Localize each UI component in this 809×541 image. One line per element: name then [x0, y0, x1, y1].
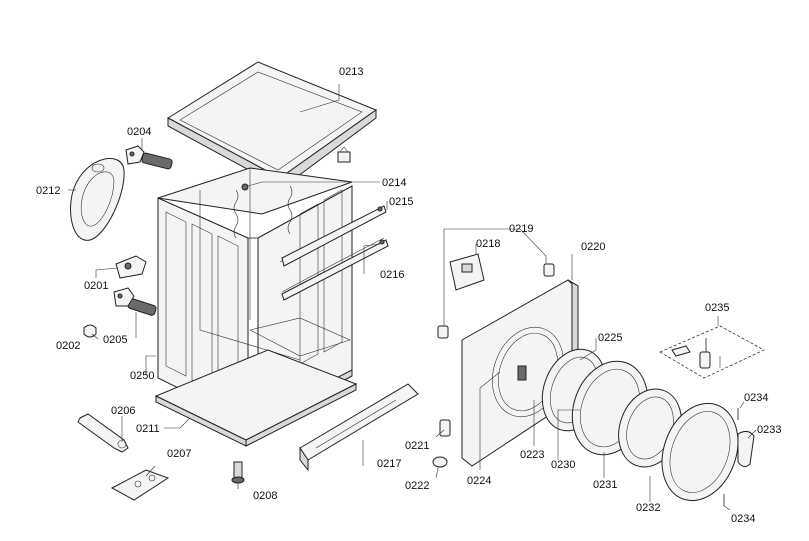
- part-number-labels: 0213 0204 0214 0215 0216 0212 0201 0202 …: [36, 66, 781, 525]
- label-0217: 0217: [377, 458, 401, 470]
- label-0205: 0205: [103, 334, 127, 346]
- part-0207-cover-plate: [110, 469, 170, 501]
- label-0218: 0218: [476, 238, 500, 250]
- part-0232-door-outer-ring: [661, 402, 739, 502]
- label-0213: 0213: [339, 66, 363, 78]
- label-0223: 0223: [520, 449, 544, 461]
- part-0208-leveling-foot: [231, 461, 245, 484]
- part-0215-strut: [281, 205, 387, 267]
- part-0202-foot: [83, 324, 97, 338]
- label-0216: 0216: [380, 269, 404, 281]
- label-0234-lower: 0234: [731, 513, 755, 525]
- label-0232: 0232: [636, 502, 660, 514]
- label-0211: 0211: [136, 423, 160, 435]
- label-0201: 0201: [84, 280, 108, 292]
- part-0204-shock-absorber: [125, 145, 173, 170]
- part-0235-hinge-kit: [659, 325, 765, 379]
- part-0222-knob: [432, 456, 448, 468]
- label-0222: 0222: [405, 480, 429, 492]
- label-0230: 0230: [551, 459, 575, 471]
- label-0225: 0225: [598, 332, 622, 344]
- part-0201-bracket: [115, 255, 147, 279]
- label-0233: 0233: [757, 424, 781, 436]
- label-0207: 0207: [167, 448, 191, 460]
- label-0204: 0204: [127, 126, 151, 138]
- part-0217-plinth: [299, 383, 419, 472]
- part-0206-wrench: [77, 413, 129, 453]
- label-0214: 0214: [382, 177, 406, 189]
- label-0219: 0219: [509, 223, 533, 235]
- label-0202: 0202: [56, 340, 80, 352]
- part-0212-rear-cover: [70, 157, 125, 241]
- part-0218-door-lock: [449, 253, 485, 291]
- label-0220: 0220: [581, 241, 605, 253]
- part-0211-base-plate: [154, 349, 358, 447]
- part-0216-strut: [281, 239, 389, 301]
- label-0235: 0235: [705, 302, 729, 314]
- leader-lines: [68, 84, 757, 511]
- label-0224: 0224: [467, 475, 491, 487]
- part-0221-switch: [439, 419, 451, 437]
- label-0208: 0208: [253, 490, 277, 502]
- label-0250: 0250: [130, 370, 154, 382]
- label-0234-upper: 0234: [744, 392, 768, 404]
- label-0215: 0215: [389, 196, 413, 208]
- part-0205-shock-absorber: [113, 287, 157, 316]
- label-0221: 0221: [405, 440, 429, 452]
- part-0233-door-handle: [737, 430, 755, 468]
- part-0213-top-cover: [167, 61, 378, 189]
- label-0231: 0231: [593, 479, 617, 491]
- part-0219-clip: [437, 263, 555, 339]
- label-0206: 0206: [111, 405, 135, 417]
- label-0212: 0212: [36, 185, 60, 197]
